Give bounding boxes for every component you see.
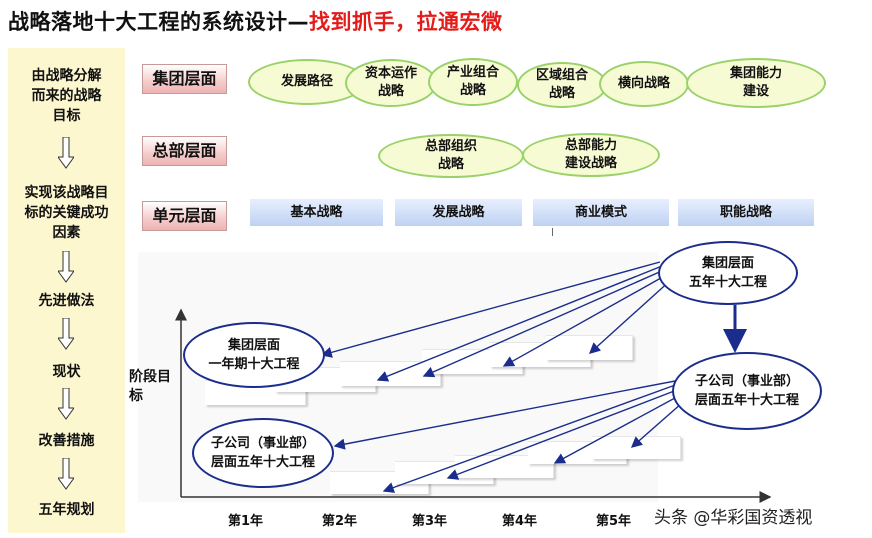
flow-line: 实现该战略目 bbox=[24, 185, 109, 201]
ellipse-line: 集团层面 bbox=[227, 338, 280, 353]
ellipse-line: 资本运作 bbox=[364, 66, 417, 81]
left-flow-panel: 由战略分解 而来的战略 目标 实现该战略目 标的关键成功 因素 先进做法 现状 … bbox=[8, 48, 125, 533]
ellipse-line: 建设 bbox=[742, 84, 769, 99]
title-highlight: 找到抓手，拉通宏微 bbox=[309, 10, 503, 34]
ellipse-subsidiary-five-year-left: 子公司（事业部） 层面五年十大工程 bbox=[192, 418, 334, 488]
flow-line: 标的关键成功 bbox=[24, 205, 109, 221]
ellipse-line: 建设战略 bbox=[564, 156, 617, 171]
flow-line: 而来的战略 bbox=[31, 88, 102, 104]
ellipse-line: 总部能力 bbox=[564, 138, 617, 153]
flow-line: 由战略分解 bbox=[31, 68, 102, 84]
arrows-subsidiary-to-left bbox=[333, 380, 691, 493]
ellipse-line: 发展路径 bbox=[280, 74, 333, 89]
unit-bar-development-strategy: 发展战略 bbox=[395, 199, 522, 226]
down-arrow-icon bbox=[58, 137, 74, 169]
ellipse-line: 子公司（事业部） bbox=[694, 374, 799, 389]
unit-bar-functional-strategy: 职能战略 bbox=[678, 199, 814, 226]
unit-bar-business-model: 商业模式 bbox=[533, 199, 669, 226]
flow-step-best-practice: 先进做法 bbox=[38, 293, 95, 309]
ellipse-line: 战略 bbox=[548, 86, 575, 101]
ellipse-line: 总部组织 bbox=[424, 139, 477, 154]
ellipse-line: 集团能力 bbox=[729, 66, 782, 81]
y-axis-label-line: 阶段目 bbox=[129, 369, 171, 385]
ellipse-line: 一年期十大工程 bbox=[208, 357, 300, 372]
ellipse-line: 战略 bbox=[459, 83, 486, 98]
ellipse-line: 层面五年十大工程 bbox=[210, 455, 315, 470]
ellipse-line: 横向战略 bbox=[617, 76, 670, 91]
flow-step-improvement: 改善措施 bbox=[38, 433, 95, 449]
ellipse-line: 产业组合 bbox=[446, 65, 499, 80]
watermark: 头条 @华彩国资透视 bbox=[654, 508, 813, 528]
level-hq-label: 总部层面 bbox=[142, 136, 227, 166]
page-title: 战略落地十大工程的系统设计—找到抓手，拉通宏微 bbox=[8, 6, 503, 36]
down-arrow-icon bbox=[58, 251, 74, 283]
strategy-ellipse-industry-portfolio: 产业组合战略 bbox=[428, 58, 518, 106]
unit-bar-basic-strategy: 基本战略 bbox=[250, 199, 383, 226]
ellipse-group-five-year: 集团层面五年十大工程 bbox=[658, 241, 798, 305]
strategy-ellipse-capital-operation: 资本运作战略 bbox=[345, 59, 437, 107]
ellipse-subsidiary-five-year-right: 子公司（事业部） 层面五年十大工程 bbox=[672, 352, 822, 430]
down-arrow-icon bbox=[58, 458, 74, 490]
y-axis-label: 阶段目 标 bbox=[129, 368, 171, 406]
arrows-group-to-one-year bbox=[320, 261, 673, 382]
level-unit-label: 单元层面 bbox=[142, 201, 227, 231]
title-main: 战略落地十大工程的系统设计— bbox=[8, 10, 309, 34]
divider-tick bbox=[552, 228, 553, 236]
ellipse-line: 层面五年十大工程 bbox=[694, 393, 799, 408]
strategy-ellipse-hq-organization: 总部组织战略 bbox=[378, 134, 524, 178]
flow-step-key-success-factors: 实现该战略目 标的关键成功 因素 bbox=[8, 183, 125, 243]
ellipse-line: 子公司（事业部） bbox=[210, 436, 315, 451]
ellipse-line: 战略 bbox=[437, 157, 464, 172]
ellipse-group-one-year: 集团层面一年期十大工程 bbox=[183, 322, 325, 388]
ellipse-line: 集团层面 bbox=[701, 256, 754, 271]
flow-line: 因素 bbox=[52, 225, 81, 241]
ellipse-line: 区域组合 bbox=[535, 68, 588, 83]
level-group-label: 集团层面 bbox=[142, 64, 227, 94]
flow-line: 目标 bbox=[52, 108, 81, 124]
flow-step-five-year-plan: 五年规划 bbox=[38, 502, 95, 518]
strategy-ellipse-regional-portfolio: 区域组合战略 bbox=[517, 62, 607, 108]
x-label-year2: 第2年 bbox=[322, 514, 358, 529]
strategy-ellipse-hq-capability: 总部能力建设战略 bbox=[522, 133, 660, 177]
down-arrow-icon bbox=[58, 388, 74, 420]
flow-step-current-state: 现状 bbox=[52, 364, 81, 380]
ellipse-line: 战略 bbox=[377, 84, 404, 99]
x-label-year3: 第3年 bbox=[412, 514, 448, 529]
y-axis-label-line: 标 bbox=[129, 388, 143, 404]
strategy-ellipse-horizontal: 横向战略 bbox=[599, 61, 689, 107]
ellipse-line: 五年十大工程 bbox=[688, 275, 767, 290]
flow-step-strategic-goal: 由战略分解 而来的战略 目标 bbox=[8, 66, 125, 126]
x-label-year1: 第1年 bbox=[228, 514, 264, 529]
down-arrow-icon bbox=[58, 318, 74, 350]
x-label-year4: 第4年 bbox=[502, 514, 538, 529]
x-label-year5: 第5年 bbox=[596, 514, 632, 529]
strategy-ellipse-group-capability: 集团能力建设 bbox=[686, 58, 826, 108]
